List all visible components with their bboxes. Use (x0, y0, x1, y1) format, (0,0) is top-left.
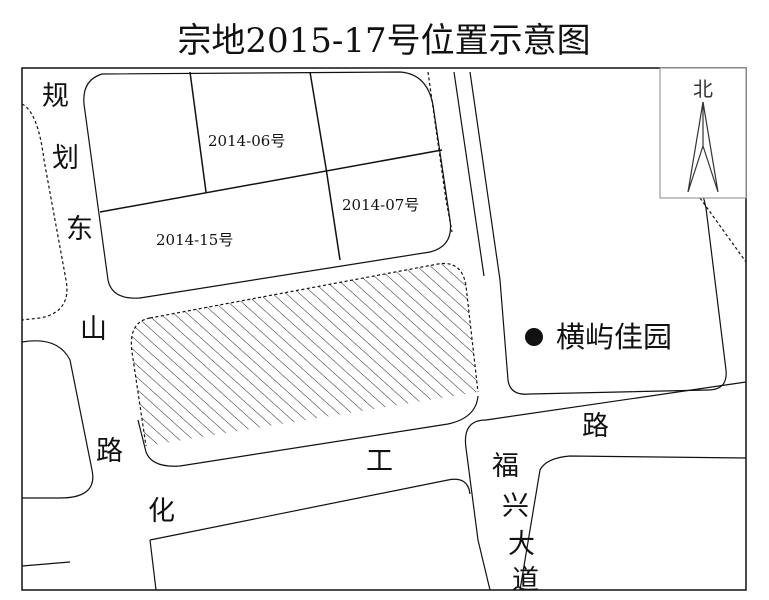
road-char: 东 (66, 214, 93, 245)
road-char: 兴 (502, 491, 529, 522)
road-char: 山 (80, 314, 107, 345)
road-char: 道 (512, 565, 539, 596)
map-title: 宗地2015-17号位置示意图 (177, 21, 590, 61)
road-edge-central-west (427, 71, 453, 233)
road-char: 规 (42, 81, 69, 112)
road-edge-fuxing-east (519, 455, 746, 590)
parcel-boundary-1 (189, 71, 207, 193)
road-edge-west-upper (22, 103, 68, 321)
block-outline-northwest (83, 71, 452, 299)
road-char: 工 (366, 446, 393, 477)
road-label-guihua-dongshan: 规 划 东 山 路 (42, 81, 123, 467)
subject-parcel-hatch (131, 263, 478, 446)
parcel-label-2014-07: 2014-07号 (342, 196, 419, 214)
road-char: 划 (52, 143, 79, 174)
road-char: 大 (508, 529, 535, 560)
north-label: 北 (693, 77, 713, 101)
landmark-hengyu-jiayuan: 横屿佳园 (525, 320, 672, 354)
road-label-fuxing: 福 兴 大 道 (492, 451, 539, 596)
road-edge-southwest-block (149, 539, 157, 590)
parcel-boundary-2 (309, 71, 327, 169)
parcel-boundary-3 (99, 149, 443, 213)
parcel-label-2014-15: 2014-15号 (156, 231, 233, 249)
road-edge-huagong-south (149, 478, 471, 541)
road-char: 路 (96, 436, 123, 467)
parcel-label-2014-06: 2014-06号 (208, 132, 285, 150)
parcel-boundary-4 (325, 167, 341, 261)
road-edge-west-lower (22, 340, 94, 499)
road-edge-central-east-upper (453, 71, 485, 277)
road-char: 化 (148, 496, 175, 527)
road-label-huagong: 化 工 路 (148, 411, 609, 527)
block-outline-south-edge (137, 395, 479, 467)
road-edge-southwest (22, 561, 71, 567)
road-char: 福 (492, 451, 519, 482)
road-edge-east-south (485, 381, 746, 421)
filled-circle-icon (525, 328, 543, 346)
road-edge-northeast (699, 197, 746, 263)
north-arrow: 北 (659, 67, 747, 199)
road-char: 路 (582, 411, 609, 442)
subject-parcel-edge-northeast (149, 262, 479, 393)
road-edge-fuxing-west (464, 419, 491, 590)
landmark-label: 横屿佳园 (556, 320, 672, 354)
